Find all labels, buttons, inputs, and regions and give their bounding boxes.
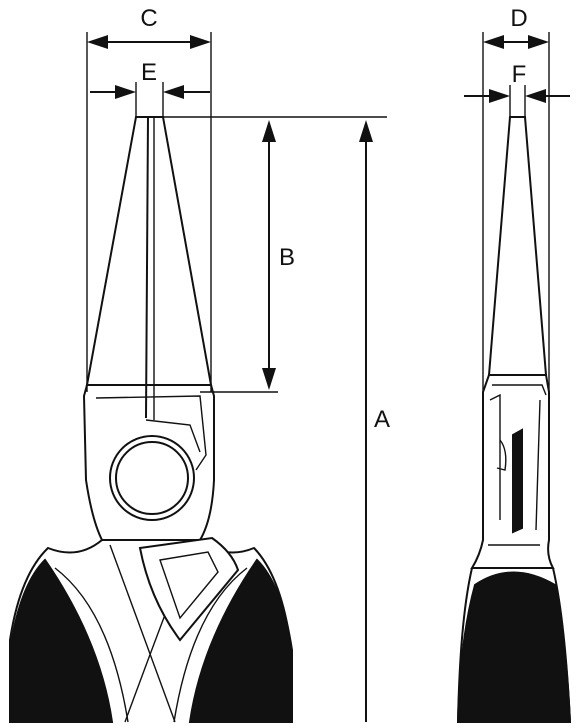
side-jaw-outline: [487, 116, 548, 376]
right-grip: [188, 558, 293, 723]
pivot-outer-circle: [109, 435, 195, 521]
joint-outline: [82, 384, 215, 541]
arrow-e-left: [115, 85, 136, 99]
arrow-f-left: [489, 89, 510, 103]
side-grip: [456, 571, 572, 723]
label-f: F: [512, 61, 527, 88]
side-body-right-line: [535, 399, 541, 531]
jaw-split-line: [145, 116, 149, 419]
left-grip-edge: [54, 567, 129, 723]
left-handle-outer: [9, 539, 103, 722]
side-body-dark-strip: [512, 428, 523, 534]
label-e: E: [141, 59, 157, 86]
side-body-notch: [496, 439, 507, 471]
arrow-b-bottom: [262, 368, 276, 390]
joint-inner-line: [95, 395, 207, 471]
right-grip-edge: [173, 567, 248, 723]
arrow-c-left: [87, 35, 108, 49]
left-handle-crossing: [109, 544, 176, 723]
joint-detail-line: [145, 419, 201, 453]
side-view: D F: [456, 5, 572, 723]
arrow-e-right: [163, 85, 184, 99]
left-grip: [9, 558, 114, 723]
jaw-outline: [85, 116, 213, 386]
arrow-f-right: [525, 89, 546, 103]
label-b: B: [279, 244, 295, 271]
arrow-d-left: [483, 35, 504, 49]
handle-window-inner: [159, 551, 219, 620]
arrow-b-top: [262, 120, 276, 142]
arrow-d-right: [528, 35, 549, 49]
label-d: D: [510, 5, 527, 32]
label-c: C: [140, 5, 157, 32]
arrow-c-right: [190, 35, 211, 49]
side-body-left-line: [489, 393, 501, 520]
front-view: C E B A: [9, 5, 390, 723]
pivot-inner-circle: [115, 441, 189, 515]
arrow-a-top: [359, 120, 373, 142]
label-a: A: [374, 406, 390, 433]
side-body-top-line: [492, 384, 547, 396]
